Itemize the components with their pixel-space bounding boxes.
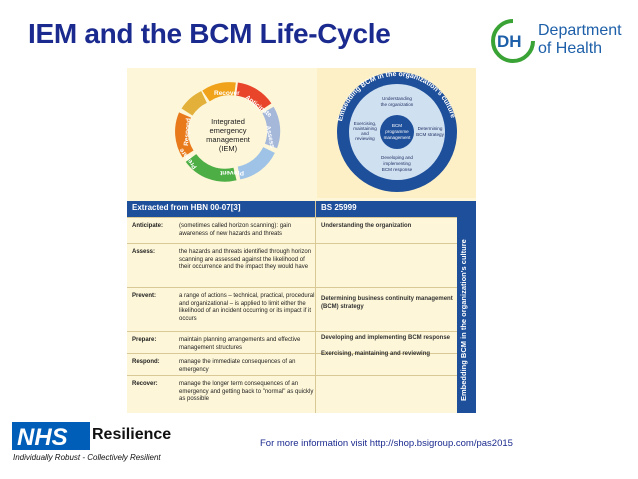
dh-logo-line2: of Health <box>538 40 603 57</box>
row-description: a range of actions – technical, practica… <box>179 293 315 322</box>
row-description: manage the longer term consequences of a… <box>179 381 314 403</box>
table-header: Extracted from HBN 00-07[3] BS 25999 <box>127 201 476 217</box>
bcm-left-line-2: maintaining <box>353 126 377 131</box>
iem-segment-respond: Respond <box>183 118 192 146</box>
row-description: (sometimes called horizon scanning): gai… <box>179 223 292 237</box>
nhs-tagline: Individually Robust - Collectively Resil… <box>13 453 161 462</box>
row-label: Anticipate: <box>132 223 164 229</box>
row-bs25999: Determining business continuity manageme… <box>321 296 453 310</box>
svg-text:NHS: NHS <box>17 424 68 450</box>
iem-cycle-diagram: Recover Anticipate Assess Prevent Prepar… <box>127 68 317 198</box>
nhs-logo: NHS <box>12 422 90 451</box>
row-label: Prevent: <box>132 293 157 299</box>
row-label: Recover: <box>132 381 158 387</box>
department-of-health-logo: DH <box>489 18 629 68</box>
iem-center-line-2: emergency <box>209 126 246 135</box>
bcm-top-line-2: the organization <box>381 102 414 107</box>
row-description: the hazards and threats identified throu… <box>179 249 312 271</box>
row-description: manage the immediate consequences of an … <box>179 359 296 373</box>
bcm-center-line-2: programme <box>385 129 409 134</box>
bcm-lifecycle-diagram: Embedding BCM in the organization's cult… <box>317 68 476 198</box>
more-info-link[interactable]: For more information visit http://shop.b… <box>260 438 513 449</box>
svg-text:DH: DH <box>497 32 522 51</box>
iem-center-line-4: (IEM) <box>219 144 238 153</box>
row-label: Assess: <box>132 249 156 255</box>
iem-segment-assess: Assess <box>264 125 276 149</box>
iem-center-line-3: management <box>206 135 251 144</box>
bcm-right-line-1: Determining <box>418 126 443 131</box>
bcm-bottom-line-3: BCM response <box>382 167 413 172</box>
table-row: Anticipate: (sometimes called horizon sc… <box>127 217 457 244</box>
bcm-right-line-2: BCM strategy <box>416 132 445 137</box>
bcm-top-line-1: Understanding <box>382 96 412 101</box>
iem-bcm-figure: Recover Anticipate Assess Prevent Prepar… <box>127 68 476 413</box>
row-label: Respond: <box>132 359 160 365</box>
bcm-bottom-line-2: implementing <box>383 161 411 166</box>
iem-segment-prevent: Prevent <box>219 169 244 176</box>
row-bs25999: Understanding the organization <box>321 223 412 229</box>
bcm-bottom-line-1: Developing and <box>381 155 413 160</box>
dh-logo-line1: Department <box>538 22 622 39</box>
slide-title: IEM and the BCM Life-Cycle <box>28 18 391 49</box>
iem-center-line-1: Integrated <box>211 117 245 126</box>
bcm-left-line-4: reviewing <box>355 136 375 141</box>
table-row: Prepare: maintain planning arrangements … <box>127 331 457 354</box>
row-bs25999: Exercising, maintaining and reviewing <box>321 351 431 357</box>
dh-logo-text: Department of Health <box>538 22 622 58</box>
bcm-left-line-1: Exercising, <box>354 121 376 126</box>
table-row: Respond: manage the immediate consequenc… <box>127 351 457 376</box>
row-bs25999: Developing and implementing BCM response <box>321 335 451 341</box>
bcm-center-line-3: management <box>384 135 412 140</box>
table-col2-header: BS 25999 <box>321 203 357 212</box>
table-row: Assess: the hazards and threats identifi… <box>127 243 457 288</box>
table-column-divider <box>315 201 316 413</box>
table-row: Recover: manage the longer term conseque… <box>127 375 457 414</box>
bcm-center-line-1: BCM <box>392 123 402 128</box>
bcm-left-line-3: and <box>361 131 369 136</box>
iem-segment-recover: Recover <box>214 90 240 97</box>
nhs-logo-mark-icon: NHS <box>12 422 90 451</box>
table-col1-header: Extracted from HBN 00-07[3] <box>132 203 241 212</box>
row-description: maintain planning arrangements and effec… <box>179 337 301 351</box>
table-row: Prevent: a range of actions – technical,… <box>127 287 457 332</box>
table-side-label: Embedding BCM in the organization's cult… <box>457 217 476 413</box>
dh-logo-mark-icon: DH <box>491 19 535 63</box>
side-label-text: Embedding BCM in the organization's cult… <box>459 239 468 401</box>
row-label: Prepare: <box>132 337 157 343</box>
nhs-resilience-title: Resilience <box>92 426 172 443</box>
